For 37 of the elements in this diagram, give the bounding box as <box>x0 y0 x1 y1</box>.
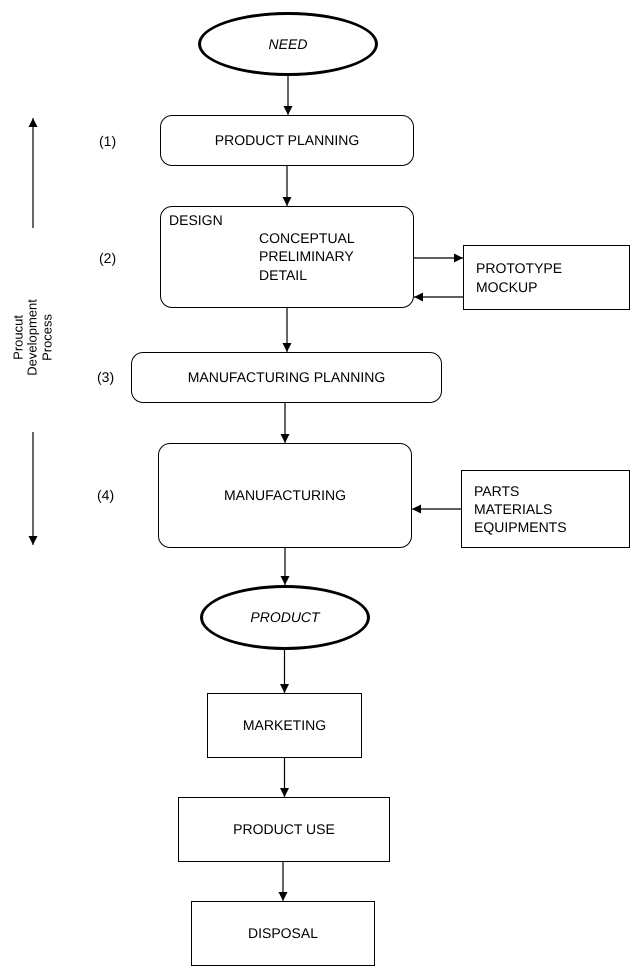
node-label: PRODUCT PLANNING <box>214 131 360 150</box>
input-box <box>463 245 630 310</box>
arrow <box>282 166 292 206</box>
axis-label: Proucut Development Process <box>12 298 54 378</box>
process-box <box>207 693 362 758</box>
arrow <box>414 292 463 302</box>
node-label: PRODUCT <box>250 608 320 627</box>
process-box <box>160 115 414 166</box>
arrow <box>414 254 463 262</box>
process-box <box>160 206 414 308</box>
process-box <box>131 352 442 403</box>
node-body: CONCEPTUAL PRELIMINARY DETAIL <box>259 229 354 284</box>
arrow <box>278 862 288 901</box>
node-label: PROTOTYPE MOCKUP <box>476 259 562 296</box>
arrow <box>412 504 461 514</box>
process-box <box>191 901 375 966</box>
arrow <box>280 548 290 585</box>
step-number: (3) <box>97 368 114 387</box>
arrow <box>280 758 289 797</box>
arrow <box>280 403 290 443</box>
node-label: MANUFACTURING <box>224 486 346 505</box>
node-label: PARTS MATERIALS EQUIPMENTS <box>474 482 567 536</box>
arrow <box>282 308 292 352</box>
step-number: (4) <box>97 486 114 505</box>
arrow <box>284 76 292 115</box>
input-box <box>461 470 630 548</box>
process-box <box>178 797 390 862</box>
node-label: DESIGN <box>169 211 223 230</box>
node-label: NEED <box>268 34 308 54</box>
node-label: DISPOSAL <box>248 924 318 943</box>
node-label: MARKETING <box>242 716 326 735</box>
node-label: PRODUCT USE <box>233 820 335 839</box>
arrow <box>280 650 289 693</box>
process-box <box>158 443 412 548</box>
step-number: (2) <box>99 249 116 268</box>
step-number: (1) <box>99 132 116 151</box>
node-label: MANUFACTURING PLANNING <box>188 368 386 387</box>
